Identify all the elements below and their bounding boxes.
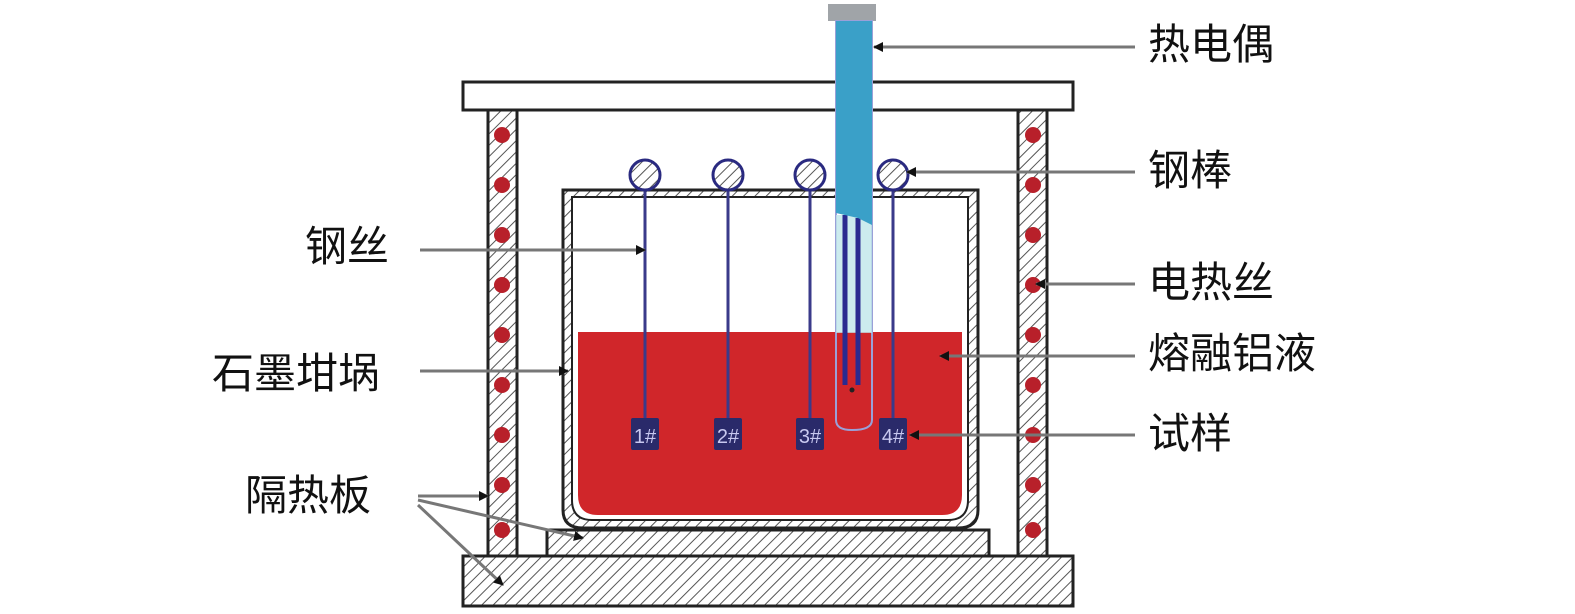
thermocouple-protective-tube (835, 20, 873, 432)
molten-aluminum (578, 332, 962, 515)
heating-wire-dot (494, 477, 510, 493)
thermocouple-tube-upper (836, 215, 872, 333)
heating-wire-dot (494, 522, 510, 538)
steel-rod (793, 158, 827, 192)
heating-wire-dot (1025, 522, 1041, 538)
steel-rod (628, 158, 662, 192)
heating-wire-dot (1025, 477, 1041, 493)
heating-wire-dot (494, 177, 510, 193)
sample-label: 2# (717, 426, 740, 448)
sample-label: 4# (882, 426, 905, 448)
thermocouple-cap (828, 4, 876, 21)
sample-label: 3# (799, 426, 822, 448)
heating-wire-dot (1025, 377, 1041, 393)
sample-block (714, 418, 742, 450)
heating-wire-dot (494, 377, 510, 393)
heating-wire-dot (494, 327, 510, 343)
heating-wire-dot (1025, 327, 1041, 343)
label-sample: 试样 (1148, 409, 1233, 458)
heating-wire-coils (494, 127, 1041, 538)
label-graphite-crucible: 石墨坩埚 (212, 349, 381, 398)
sample-block (631, 418, 659, 450)
steel-rods-and-samples: 1# 2# 3# 4# (628, 158, 910, 450)
steel-rod (711, 158, 745, 192)
heating-wire-dot (494, 427, 510, 443)
heating-wire-dot (1025, 227, 1041, 243)
thermocouple-junction (849, 387, 855, 393)
base-insulation-board (461, 554, 1075, 608)
sample-block (796, 418, 824, 450)
label-molten-aluminum: 熔融铝液 (1148, 329, 1317, 378)
label-steel-wire: 钢丝 (305, 222, 390, 271)
sample-block (879, 418, 907, 450)
heating-wire-dot (494, 127, 510, 143)
crucible-insulation-plate (545, 528, 991, 558)
heating-wire-dot (494, 227, 510, 243)
heating-wire-dot (1025, 127, 1041, 143)
steel-rod (876, 158, 910, 192)
thermocouple-body (836, 21, 872, 225)
arrow-insulation-plate (417, 498, 584, 541)
label-thermocouple: 热电偶 (1148, 20, 1275, 69)
label-insulation-board: 隔热板 (245, 471, 372, 520)
arrow-insulation-base (416, 503, 505, 587)
heating-wire-dot (494, 277, 510, 293)
label-steel-rod: 钢棒 (1148, 146, 1233, 195)
label-heating-wire: 电热丝 (1148, 258, 1275, 307)
heating-wire-dot (1025, 177, 1041, 193)
sample-label: 1# (634, 426, 657, 448)
furnace-lid (461, 80, 1075, 112)
